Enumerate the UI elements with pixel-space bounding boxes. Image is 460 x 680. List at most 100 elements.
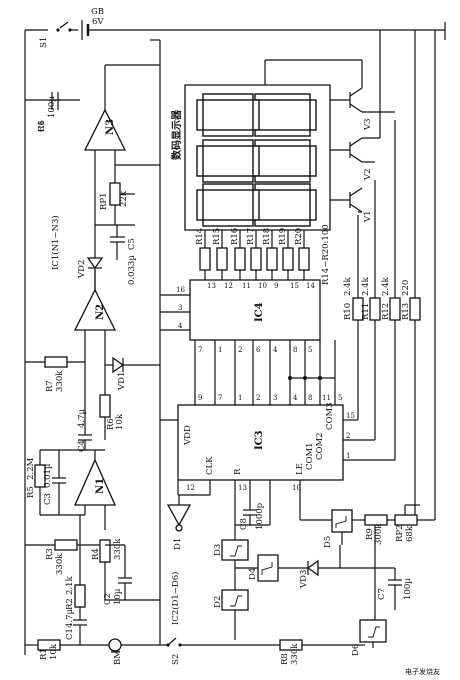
- pin-ic4-bottom: 4: [273, 346, 278, 354]
- label-mic: BM: [113, 650, 123, 665]
- label-c2-value: 10µ: [113, 588, 123, 605]
- capacitor-c7: [388, 579, 402, 586]
- label-bus-note: R14~R20:100: [321, 224, 331, 285]
- resistor-r7: [44, 356, 68, 368]
- label-r16: R16: [230, 228, 240, 245]
- label-battery-name: GB: [91, 7, 104, 17]
- pin-ic4-left: 16: [176, 286, 185, 294]
- label-vd2: VD2: [77, 260, 87, 279]
- label-d2: D2: [213, 596, 223, 608]
- ic3-chip: [177, 404, 344, 481]
- label-c4-value: 4.7µ: [77, 408, 87, 428]
- diode-vd3: [306, 559, 319, 577]
- label-d3: D3: [213, 544, 223, 556]
- label-s1: S1: [39, 37, 49, 48]
- label-ic3-r: R: [233, 468, 243, 475]
- label-r20: R20: [294, 228, 304, 245]
- pin-ic3-top: 11: [322, 394, 331, 402]
- label-r4-value: 330k: [113, 538, 123, 560]
- pin-ic3-com1: 1: [346, 452, 350, 460]
- resistor-r19: [282, 247, 294, 271]
- label-r15: R15: [212, 228, 222, 245]
- pin-ic4-top: 13: [207, 282, 216, 290]
- label-v2: V2: [363, 168, 373, 181]
- resistor-r3: [54, 539, 78, 551]
- label-r4-name: R4: [91, 548, 101, 560]
- display-digits: [196, 93, 317, 227]
- resistor-r15: [216, 247, 228, 271]
- label-n3: N3: [105, 119, 116, 135]
- resistor-r4: [99, 539, 111, 563]
- label-ic3-le: LE: [295, 463, 305, 475]
- label-c4-name: C4: [77, 440, 87, 452]
- pin-ic4-bottom: 5: [308, 346, 312, 354]
- label-r7-name: R7: [45, 380, 55, 392]
- gate-d2: [221, 589, 249, 611]
- capacitor-c6: [51, 92, 59, 110]
- watermark: 电子发烧友: [405, 667, 440, 676]
- label-d5: D5: [323, 536, 333, 548]
- label-rp2-value: 68k: [405, 525, 415, 542]
- label-ic4: IC4: [254, 302, 265, 322]
- resistor-r14: [199, 247, 211, 271]
- pin-ic3-clk: 12: [186, 484, 195, 492]
- label-c6-value: 100µ: [47, 96, 57, 118]
- label-r6-name: R6: [106, 418, 116, 430]
- label-r12-name: R12: [381, 303, 391, 320]
- pin-ic4-top: 11: [242, 282, 251, 290]
- pin-ic4-left: 3: [178, 304, 182, 312]
- label-battery-value: 6V: [92, 17, 104, 27]
- resistor-r16: [234, 247, 246, 271]
- label-r13-value: 220: [401, 280, 411, 296]
- pin-ic4-bottom: 6: [256, 346, 261, 354]
- label-r10-value: 2.4k: [343, 276, 353, 296]
- label-c7-value: 100µ: [403, 578, 413, 600]
- label-ic3-vdd: VDD: [183, 425, 193, 446]
- label-display: 数码显示器: [170, 109, 183, 160]
- label-s2: S2: [171, 654, 181, 665]
- resistor-r9: [364, 514, 388, 526]
- label-r3-value: 330k: [55, 553, 65, 575]
- label-c5-value: 0.033µ: [127, 255, 137, 285]
- label-r5-value: 2.2M: [26, 457, 36, 480]
- label-r5-name: R5: [26, 486, 36, 498]
- label-c5-name: C5: [127, 238, 137, 250]
- pin-ic4-bottom: 2: [238, 346, 242, 354]
- label-r9-name: R9: [365, 528, 375, 540]
- pin-ic4-top: 12: [224, 282, 233, 290]
- capacitor-c1: [73, 619, 87, 626]
- label-ic3-clk: CLK: [205, 456, 215, 475]
- label-ic1: IC1(N1~N3): [50, 215, 61, 270]
- transistor-v1: [349, 187, 363, 213]
- label-r3-name: R3: [45, 548, 55, 560]
- label-d1: D1: [173, 538, 183, 550]
- pin-ic3-com3: 15: [346, 412, 355, 420]
- resistor-r18: [266, 247, 278, 271]
- pin-ic3-top: 4: [293, 394, 298, 402]
- pin-ic4-top: 9: [274, 282, 278, 290]
- label-n1: N1: [95, 478, 106, 494]
- ic3-top-pins: 9 7 1 2 3 4 8 11 5: [198, 394, 342, 402]
- label-c8-value: 1000p: [255, 502, 265, 530]
- label-r12-value: 2.4k: [381, 276, 391, 296]
- resistor-r2: [74, 584, 86, 608]
- ic4-chip: [189, 279, 321, 341]
- ic4-top-pins: 13 12 11 10 9 15 14: [207, 282, 315, 290]
- label-c1-value: 4.7µ: [65, 608, 75, 628]
- switch-s1: [59, 21, 69, 29]
- label-n2: N2: [95, 304, 106, 320]
- label-r1-name: R1: [39, 648, 49, 660]
- label-ic3-com3: COM3: [325, 402, 335, 430]
- resistor-r13: [409, 297, 421, 321]
- label-r10-name: R10: [343, 303, 353, 320]
- label-r17: R17: [246, 228, 256, 245]
- label-c6-name: C6: [37, 120, 47, 132]
- pin-ic3-top: 2: [256, 394, 260, 402]
- pin-ic4-top: 10: [258, 282, 267, 290]
- label-r11-value: 2.4k: [361, 276, 371, 296]
- label-c1-name: C1: [65, 628, 75, 640]
- opamp-n1: [73, 458, 117, 506]
- pin-ic4-bottom: 7: [198, 346, 202, 354]
- pin-ic3-top: 3: [273, 394, 277, 402]
- labels: GB 6V S1 R1 C6 100µ N3 RP1 22k C5 0.033µ…: [26, 7, 440, 676]
